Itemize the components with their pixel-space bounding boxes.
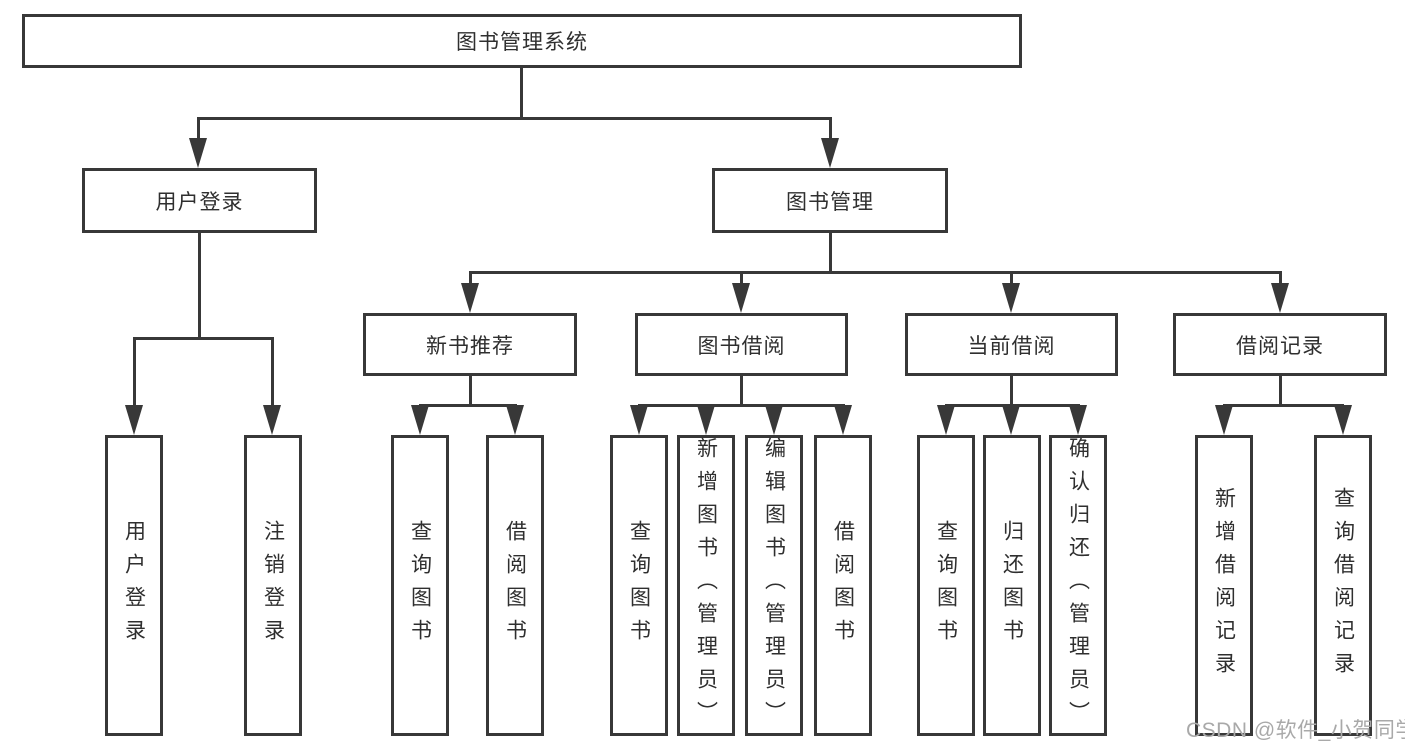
connector-line — [740, 271, 743, 290]
arrow-head — [1002, 283, 1020, 313]
connector-line — [829, 233, 832, 274]
node-label: 借阅图书 — [831, 519, 855, 652]
connector-line — [197, 117, 832, 120]
node-leaf-return-book: 归还图书 — [983, 435, 1041, 736]
node-leaf-query-books-3: 查询图书 — [917, 435, 975, 736]
node-library-management-system: 图书管理系统 — [22, 14, 1022, 68]
node-label: 编辑图书（管理员） — [762, 437, 786, 734]
arrow-head — [937, 405, 955, 435]
connector-line — [1279, 376, 1282, 407]
node-leaf-query-books-1: 查询图书 — [391, 435, 449, 736]
arrow-head — [506, 405, 524, 435]
node-label: 查询借阅记录 — [1331, 486, 1355, 685]
watermark: CSDN @软件_小贺同学 — [1186, 719, 1405, 742]
node-leaf-logout: 注销登录 — [244, 435, 302, 736]
node-book-borrowing: 图书借阅 — [635, 313, 848, 376]
node-label: 用户登录 — [155, 190, 244, 214]
connector-line — [198, 233, 201, 340]
node-label: 图书借阅 — [697, 334, 786, 358]
connector-line — [469, 271, 472, 290]
node-current-borrowing: 当前借阅 — [905, 313, 1118, 376]
connector-line — [469, 271, 1281, 274]
connector-line — [520, 68, 523, 120]
node-leaf-query-books-2: 查询图书 — [610, 435, 668, 736]
connector-line — [133, 337, 274, 340]
arrow-head — [1002, 405, 1020, 435]
node-label: 查询图书 — [627, 519, 651, 652]
node-borrowing-records: 借阅记录 — [1173, 313, 1387, 376]
node-label: 用户登录 — [122, 519, 146, 652]
node-book-management: 图书管理 — [712, 168, 948, 233]
arrow-head — [834, 405, 852, 435]
node-label: 注销登录 — [261, 519, 285, 652]
node-label: 归还图书 — [1000, 519, 1024, 652]
node-user-login: 用户登录 — [82, 168, 317, 233]
node-leaf-borrow-books-1: 借阅图书 — [486, 435, 544, 736]
node-leaf-borrow-books-2: 借阅图书 — [814, 435, 872, 736]
node-label: 图书管理 — [786, 190, 874, 214]
node-label: 查询图书 — [934, 519, 958, 652]
connector-line — [133, 337, 136, 412]
arrow-head — [1069, 405, 1087, 435]
node-leaf-add-book-admin: 新增图书（管理员） — [677, 435, 735, 736]
node-label: 借阅记录 — [1236, 334, 1324, 358]
connector-line — [638, 404, 845, 407]
connector-line — [271, 337, 274, 412]
arrow-head — [732, 283, 750, 313]
node-label: 新书推荐 — [426, 334, 514, 358]
arrow-head — [125, 405, 143, 435]
arrow-head — [697, 405, 715, 435]
connector-line — [1223, 404, 1344, 407]
connector-line — [197, 117, 200, 143]
connector-line — [419, 404, 517, 407]
node-new-book-recommend: 新书推荐 — [363, 313, 577, 376]
arrow-head — [189, 138, 207, 168]
arrow-head — [411, 405, 429, 435]
connector-line — [469, 376, 472, 407]
node-label: 当前借阅 — [967, 334, 1056, 358]
arrow-head — [821, 138, 839, 168]
node-leaf-edit-book-admin: 编辑图书（管理员） — [745, 435, 803, 736]
node-leaf-query-borrow-record: 查询借阅记录 — [1314, 435, 1372, 736]
arrow-head — [1215, 405, 1233, 435]
node-leaf-confirm-return-admin: 确认归还（管理员） — [1049, 435, 1107, 736]
connector-line — [829, 117, 832, 143]
arrow-head — [461, 283, 479, 313]
arrow-head — [1271, 283, 1289, 313]
node-leaf-add-borrow-record: 新增借阅记录 — [1195, 435, 1253, 736]
node-label: 新增借阅记录 — [1212, 486, 1236, 685]
arrow-head — [263, 405, 281, 435]
connector-line — [740, 376, 743, 407]
arrow-head — [1334, 405, 1352, 435]
connector-line — [1010, 376, 1013, 407]
node-label: 借阅图书 — [503, 519, 527, 652]
connector-line — [1010, 271, 1013, 290]
node-label: 新增图书（管理员） — [694, 437, 718, 734]
node-label: 查询图书 — [408, 519, 432, 652]
arrow-head — [765, 405, 783, 435]
arrow-head — [630, 405, 648, 435]
connector-line — [1279, 271, 1282, 290]
node-label: 确认归还（管理员） — [1066, 437, 1090, 734]
node-leaf-user-login: 用户登录 — [105, 435, 163, 736]
node-label: 图书管理系统 — [456, 31, 588, 54]
